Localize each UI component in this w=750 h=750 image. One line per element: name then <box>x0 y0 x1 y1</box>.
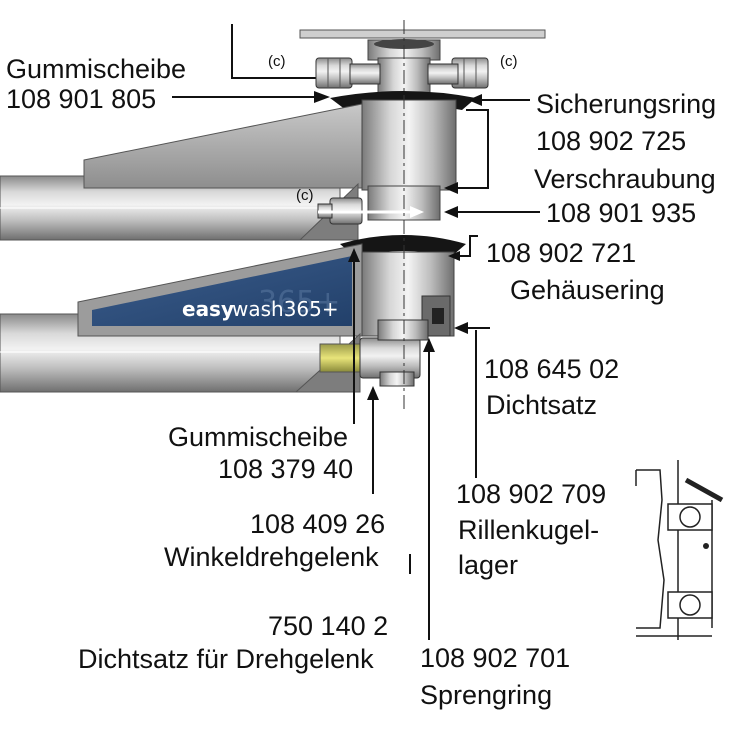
label-dichtsatz-name: Dichtsatz <box>486 390 597 420</box>
label-gummischeibe-bottom-number: 108 379 40 <box>218 454 353 484</box>
top-right-fitting <box>427 57 489 89</box>
swivel-brass-sleeve <box>319 343 363 373</box>
label-winkeldrehgelenk-number: 108 409 26 <box>250 509 385 539</box>
label-kugellager-number: 108 902 709 <box>456 479 606 509</box>
lower-arm-blue-panel <box>92 256 352 326</box>
label-verschraubung-name: Verschraubung <box>534 164 716 194</box>
bearing-ball-top <box>679 506 701 528</box>
label-gummischeibe-top-name: Gummischeibe <box>6 54 186 84</box>
brand-name-regular: wash365+ <box>232 297 339 321</box>
swivel-nut <box>379 371 415 387</box>
bearing-ball-bottom <box>679 594 701 616</box>
label-kugellager-name-2: lager <box>458 550 518 580</box>
upper-arm-wedge <box>83 103 363 189</box>
top-plate <box>299 29 546 39</box>
label-verschraubung-number: 108 901 935 <box>546 198 696 228</box>
housing-port-hole <box>432 308 444 324</box>
upper-housing <box>361 99 457 191</box>
bearing-snap-ring <box>684 477 724 503</box>
middle-rubber-disc <box>340 235 466 256</box>
label-sicherungsring-name: Sicherungsring <box>536 89 716 119</box>
label-sicherungsring-number: 108 902 725 <box>536 126 686 156</box>
label-winkeldrehgelenk-name: Winkeldrehgelenk <box>164 542 379 572</box>
top-left-fitting <box>315 57 381 89</box>
label-gummischeibe-bottom-name: Gummischeibe <box>168 422 348 452</box>
label-sprengring-number: 108 902 701 <box>420 643 570 673</box>
bearing-race-top <box>667 503 713 531</box>
top-collar-rim <box>374 39 434 49</box>
label-dichtsatz-number: 108 645 02 <box>484 354 619 384</box>
brand-watermark: 365+ <box>258 285 340 320</box>
label-kugellager-name-1: Rillenkugel- <box>458 515 599 545</box>
brand-name-bold: easy <box>182 297 234 321</box>
leader-gehaeusering <box>458 235 478 257</box>
label-gehaeusering-number: 108 902 721 <box>486 238 636 268</box>
label-gummischeibe-top-number: 108 901 805 <box>6 84 156 114</box>
swivel-collar <box>377 319 429 341</box>
label-gehaeusering-name: Gehäusering <box>510 275 665 305</box>
label-dichtsatz-drehgelenk-number: 750 140 2 <box>268 611 388 641</box>
label-dichtsatz-drehgelenk-name: Dichtsatz für Drehgelenk <box>78 644 374 674</box>
top-frame-line <box>231 24 320 79</box>
marker-c-top-left: (c) <box>268 53 286 70</box>
bearing-detail <box>635 460 724 640</box>
marker-c-middle: (c) <box>296 187 314 204</box>
bearing-race-bottom <box>667 591 713 619</box>
leader-verschraubung <box>454 109 489 189</box>
upper-arm <box>0 103 363 241</box>
marker-c-top-right: (c) <box>500 53 518 70</box>
label-sprengring-name: Sprengring <box>420 680 552 710</box>
